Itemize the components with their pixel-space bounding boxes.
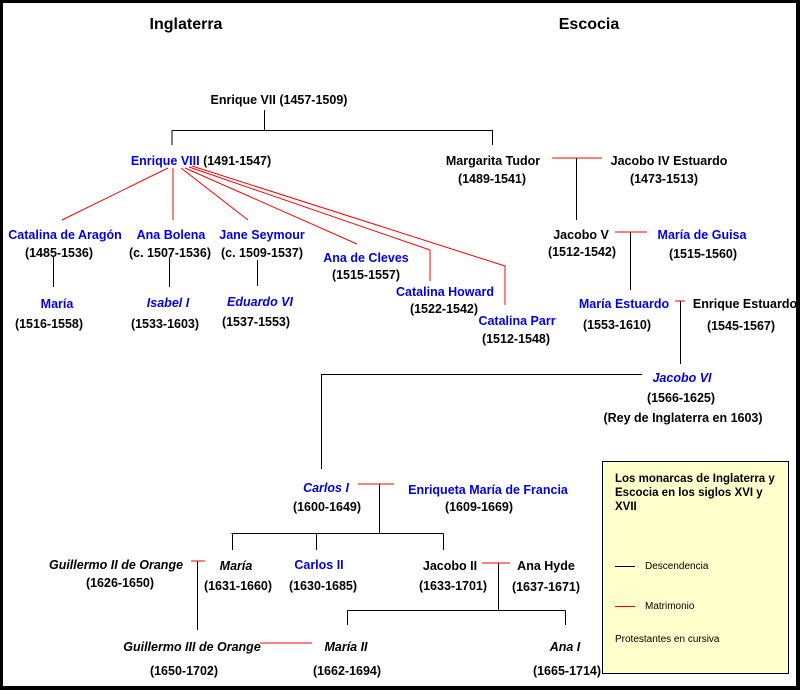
legend-box: Los monarcas de Inglaterra y Escocia en …: [602, 461, 789, 674]
dates-eduardo-vi: (1537-1553): [221, 315, 291, 329]
name-maria-tudor: María: [40, 297, 74, 311]
dates-maria-ii: (1662-1694): [312, 664, 382, 678]
name-ana-i: Ana I: [549, 640, 581, 654]
descent-jacobo-vi-carlos: [321, 374, 642, 469]
marriage-parr: [191, 165, 506, 305]
dates-ana-i: (1665-1714): [532, 664, 602, 678]
descent-carlos-i-children: [231, 484, 444, 550]
dates-carlos-i: (1600-1649): [292, 500, 362, 514]
dates-catalina-howard: (1522-1542): [409, 302, 479, 316]
dates-maria-tudor: (1516-1558): [14, 317, 84, 331]
marriage-howard: [188, 166, 431, 281]
person-enrique-vii: Enrique VII (1457-1509): [211, 93, 348, 107]
dates-jacobo-iv: (1473-1513): [629, 172, 699, 186]
dates-enriqueta: (1609-1669): [444, 500, 514, 514]
name-jacobo-iv: Jacobo IV Estuardo: [610, 154, 728, 168]
name-maria-ii: María II: [324, 640, 368, 654]
dates-ana-hyde: (1637-1671): [511, 580, 581, 594]
descent-enrique-vii: [171, 110, 493, 145]
legend-descent-label: Descendencia: [645, 561, 709, 572]
dates-jacobo-v: (1512-1542): [547, 245, 617, 259]
person-enrique-viii: Enrique VIII (1491-1547): [131, 154, 271, 168]
descent-jacobo-ii-children: [347, 563, 566, 625]
name-jacobo-vi: Jacobo VI: [652, 371, 712, 385]
marriage-cleves: [184, 167, 358, 245]
legend-note: Protestantes en cursiva: [615, 634, 720, 645]
name-jacobo-v: Jacobo V: [553, 228, 609, 242]
dates-enrique-estuardo: (1545-1567): [706, 319, 776, 333]
dates-maria-estuardo: (1553-1610): [582, 318, 652, 332]
name-eduardo-vi: Eduardo VI: [227, 295, 293, 309]
name-maria-guisa: María de Guisa: [657, 228, 747, 242]
name-guillermo-ii: Guillermo II de Orange: [48, 558, 184, 572]
name-catalina-aragon: Catalina de Aragón: [8, 228, 122, 242]
legend-descent: Descendencia: [615, 561, 708, 572]
name-ana-cleves: Ana de Cleves: [323, 251, 409, 265]
dates-carlos-ii: (1630-1685): [288, 579, 358, 593]
name-enrique-estuardo: Enrique Estuardo: [692, 297, 798, 311]
dates-ana-cleves: (1515-1557): [331, 268, 401, 282]
dates: (1491-1547): [203, 154, 272, 168]
name: Enrique VIII: [130, 154, 200, 168]
legend-title: Los monarcas de Inglaterra y Escocia en …: [615, 473, 775, 513]
dates-jane-seymour: (c. 1509-1537): [220, 246, 304, 260]
dates-guillermo-ii: (1626-1650): [85, 576, 155, 590]
name-jane-seymour: Jane Seymour: [219, 228, 305, 242]
dates-margarita-tudor: (1489-1541): [457, 172, 527, 186]
legend-marriage-label: Matrimonio: [645, 601, 695, 612]
name-jacobo-ii: Jacobo II: [422, 559, 478, 573]
dates-ana-bolena: (c. 1507-1536): [128, 246, 212, 260]
name-maria-estuardo: María Estuardo: [578, 297, 670, 311]
name-enriqueta: Enriqueta María de Francia: [408, 483, 568, 497]
name-carlos-ii: Carlos II: [294, 558, 344, 572]
dates-jacobo-vi: (1566-1625): [646, 391, 716, 405]
name-maria-orange: María: [219, 559, 253, 573]
name-carlos-i: Carlos I: [303, 481, 349, 495]
name: Enrique VII: [210, 93, 276, 107]
marriage-lines: [61, 157, 685, 644]
note-jacobo-vi: (Rey de Inglaterra en 1603): [603, 411, 763, 425]
heading-england: Inglaterra: [149, 16, 223, 33]
name-catalina-parr: Catalina Parr: [478, 314, 556, 328]
name-catalina-howard: Catalina Howard: [396, 285, 494, 299]
dates-maria-guisa: (1515-1560): [668, 247, 738, 261]
name-ana-hyde: Ana Hyde: [517, 559, 575, 573]
dates-jacobo-ii: (1633-1701): [418, 579, 488, 593]
dates-guillermo-iii: (1650-1702): [149, 664, 219, 678]
marriage-seymour: [180, 167, 249, 221]
name-isabel-i: Isabel I: [146, 296, 190, 310]
marriage-line-swatch: [615, 606, 635, 607]
descent-lines: [53, 110, 681, 630]
dates-maria-orange: (1631-1660): [203, 579, 273, 593]
name-ana-bolena: Ana Bolena: [136, 228, 206, 242]
descent-line-swatch: [615, 566, 635, 567]
dates-catalina-parr: (1512-1548): [481, 332, 551, 346]
marriage-aragon: [61, 167, 169, 221]
heading-scotland: Escocia: [558, 16, 620, 33]
name-guillermo-iii: Guillermo III de Orange: [123, 640, 261, 654]
dates-isabel-i: (1533-1603): [130, 317, 200, 331]
name-margarita-tudor: Margarita Tudor: [445, 154, 541, 168]
dates-catalina-aragon: (1485-1536): [24, 246, 94, 260]
legend-marriage: Matrimonio: [615, 601, 694, 612]
dates: (1457-1509): [279, 93, 348, 107]
